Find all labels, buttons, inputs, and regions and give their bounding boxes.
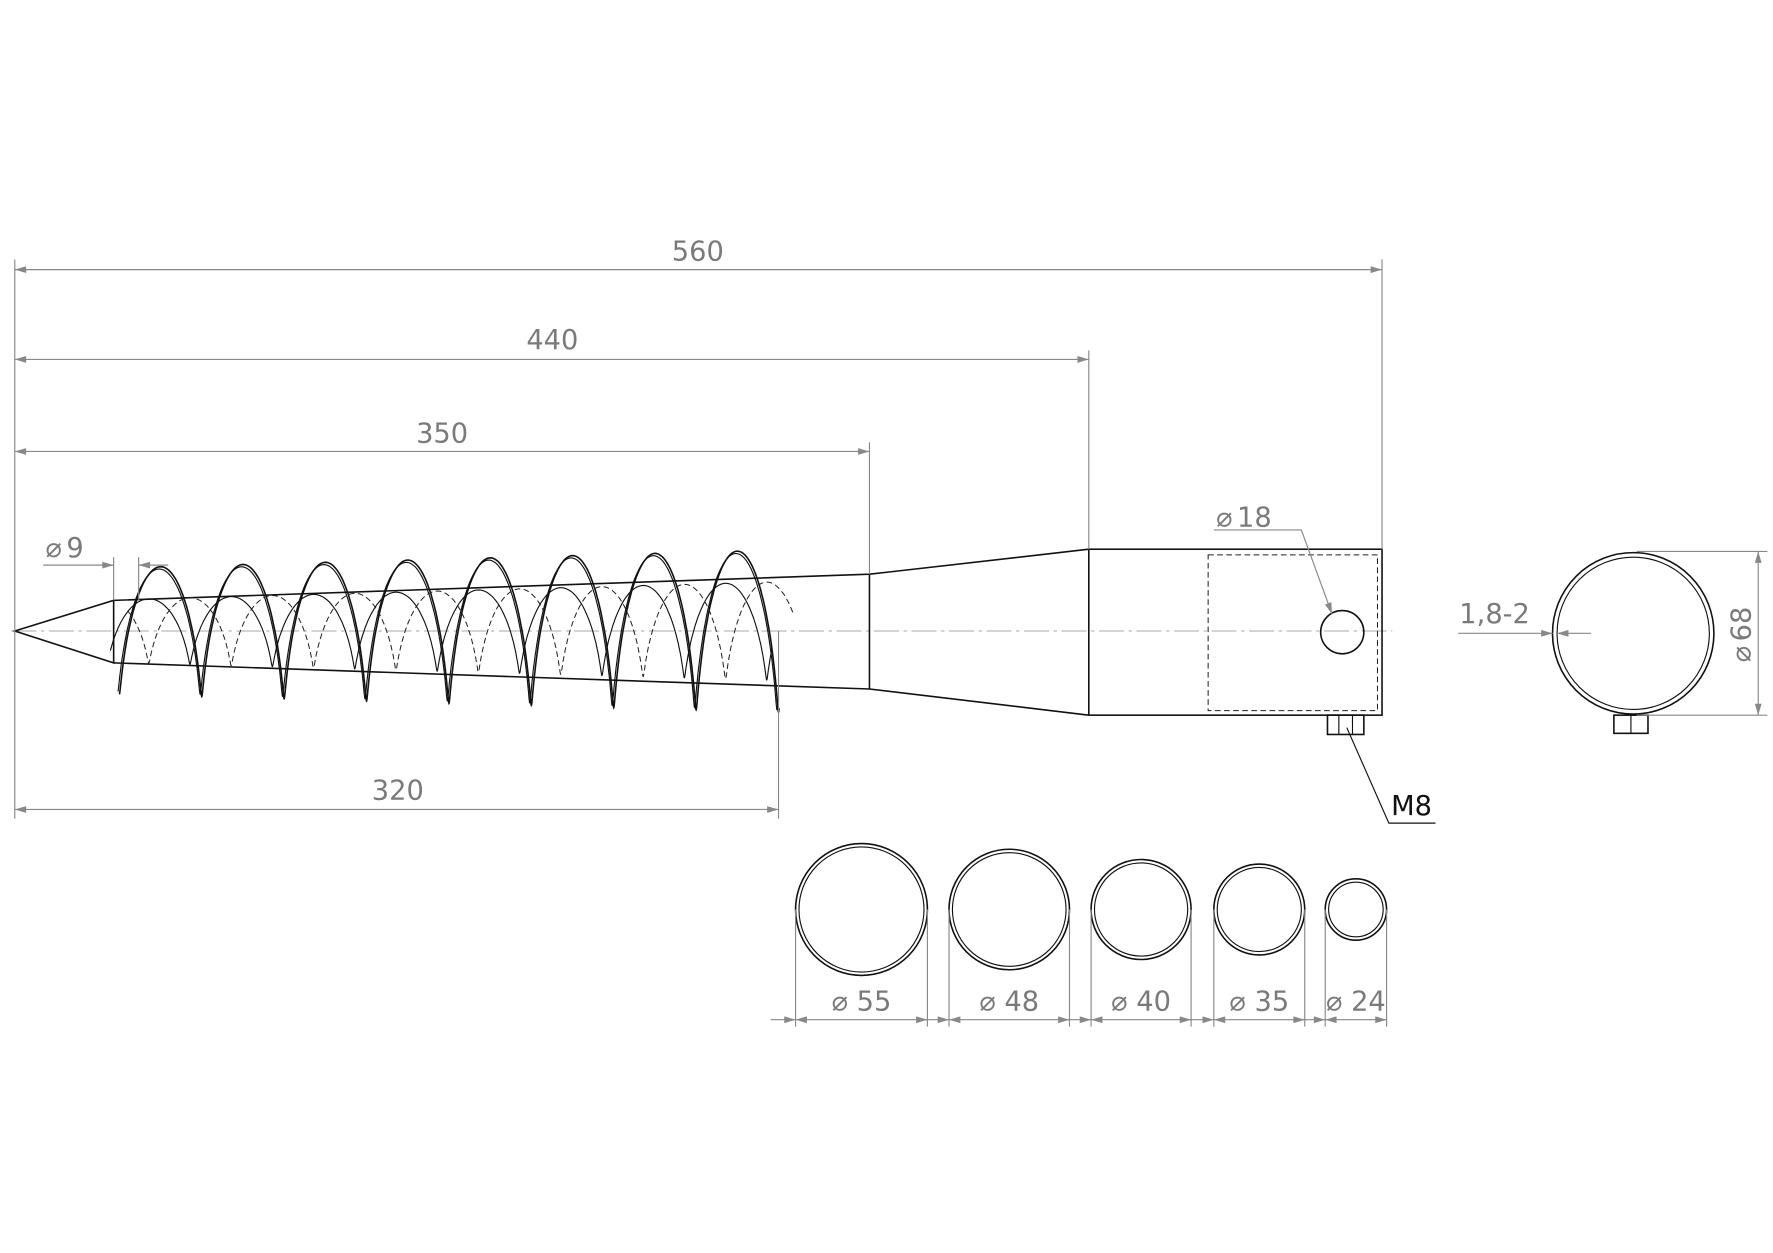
- size-label: ⌀ 40: [1111, 987, 1171, 1018]
- helix-curve: [117, 552, 779, 711]
- helix-curve: [118, 550, 780, 714]
- m8-nut: [1326, 714, 1365, 736]
- tube-size-options: ⌀ 55 ⌀ 48 ⌀ 40 ⌀ 35 ⌀ 24: [770, 842, 1388, 1027]
- helix-thread: [109, 550, 794, 714]
- bolt-hole: [1319, 609, 1365, 655]
- tube-size-24: ⌀ 24: [1300, 878, 1388, 1027]
- size-label: ⌀ 48: [979, 987, 1039, 1018]
- tube-head: [1088, 548, 1383, 716]
- inner-bore-hidden: [1207, 554, 1378, 712]
- tube-size-55: ⌀ 55: [770, 842, 929, 1027]
- size-label: ⌀ 24: [1326, 987, 1386, 1018]
- dim-wall-thickness: 1,8-2: [1459, 599, 1530, 630]
- dim-dia-9: ⌀9: [45, 533, 83, 564]
- helix-curve: [127, 581, 794, 680]
- end-view: [1458, 550, 1768, 735]
- dim-dia-18: ⌀18: [1216, 502, 1272, 533]
- helix-curve: [109, 582, 773, 681]
- tube-size-40: ⌀ 40: [1066, 858, 1192, 1027]
- size-label: ⌀ 55: [832, 987, 892, 1018]
- dimension-lines: [14, 259, 1436, 824]
- dim-440: 440: [526, 325, 578, 356]
- bolt-label-m8: M8: [1391, 791, 1432, 822]
- dim-560: 560: [672, 237, 724, 268]
- tube-size-48: ⌀ 48: [924, 848, 1071, 1027]
- dim-350: 350: [416, 418, 468, 449]
- size-label: ⌀ 35: [1229, 987, 1289, 1018]
- dim-320: 320: [372, 775, 424, 806]
- screw-body: [12, 548, 1383, 736]
- tube-size-35: ⌀ 35: [1188, 863, 1306, 1027]
- dim-dia-68: ⌀68: [1726, 607, 1757, 663]
